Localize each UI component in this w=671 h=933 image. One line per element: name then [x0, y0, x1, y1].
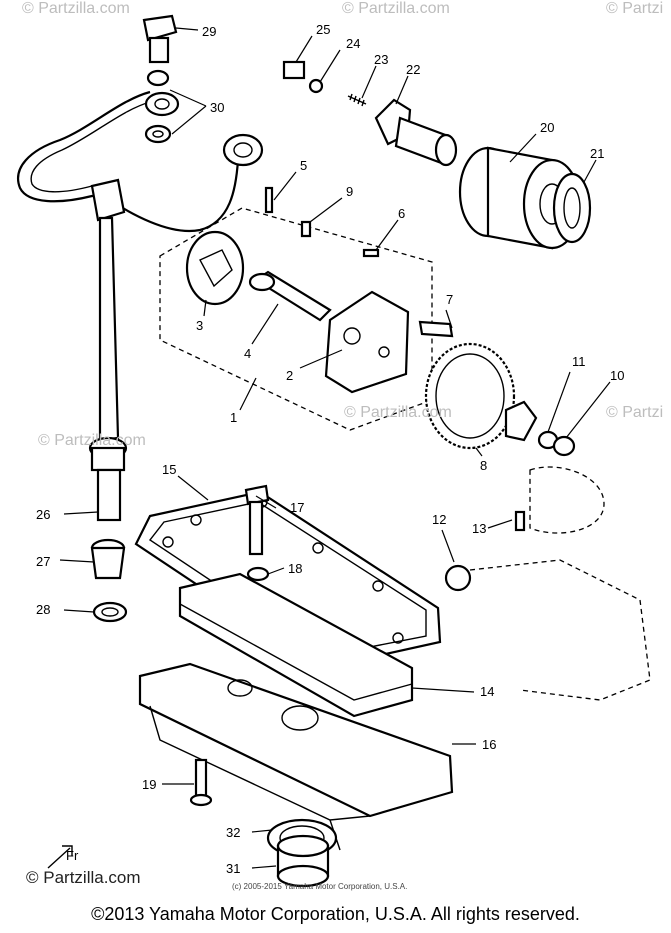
pipe-fitting-lower — [88, 436, 128, 623]
small-credit: (c) 2005-2015 Yamaha Motor Corporation, … — [232, 882, 408, 891]
callout-25: 25 — [316, 22, 330, 37]
callout-28: 28 — [36, 602, 50, 617]
oil-strainer-14 — [178, 572, 414, 718]
callout-27: 27 — [36, 554, 50, 569]
pump-shaft-4 — [248, 270, 332, 322]
callout-19: 19 — [142, 777, 156, 792]
callout-7: 7 — [446, 292, 453, 307]
banjo-fitting-top — [144, 91, 264, 167]
leader-lines — [59, 27, 611, 869]
callout-5: 5 — [300, 158, 307, 173]
callout-3: 3 — [196, 318, 203, 333]
callout-31: 31 — [226, 861, 240, 876]
callout-17: 17 — [290, 500, 304, 515]
callout-1: 1 — [230, 410, 237, 425]
pump-rotor-3 — [185, 230, 245, 306]
pump-cover-2 — [324, 290, 410, 394]
watermark-mid-left: © Partzilla.com — [38, 432, 146, 449]
callout-12: 12 — [432, 512, 446, 527]
oil-pipe — [17, 90, 240, 442]
bolt-17 — [244, 484, 270, 582]
callout-29: 29 — [202, 24, 216, 39]
callout-14: 14 — [480, 684, 494, 699]
crankcase-outline — [444, 466, 651, 701]
oil-filter-20 — [458, 146, 582, 250]
callout-24: 24 — [346, 36, 360, 51]
filter-housing-22 — [374, 98, 458, 167]
callout-9: 9 — [346, 184, 353, 199]
relief-valve-parts — [282, 60, 367, 107]
watermark-top-center: © Partzilla.com — [342, 0, 450, 17]
callout-18: 18 — [288, 561, 302, 576]
callout-10: 10 — [610, 368, 624, 383]
union-bolt-29 — [142, 14, 178, 144]
callout-numbers: 29 30 25 24 23 22 20 21 5 9 6 3 4 7 2 1 … — [36, 22, 624, 876]
callout-11: 11 — [572, 354, 586, 369]
bolt-19 — [189, 758, 213, 807]
callout-23: 23 — [374, 52, 388, 67]
oil-pan-16 — [138, 662, 454, 851]
callout-21: 21 — [590, 146, 604, 161]
filter-gasket-21 — [552, 172, 592, 244]
watermark-mid-right: © Partzi — [606, 404, 664, 421]
callout-30: 30 — [210, 100, 224, 115]
drain-plug-assembly — [266, 818, 338, 888]
callout-2: 2 — [286, 368, 293, 383]
pin-5-pin-6-screw-7 — [264, 186, 454, 338]
front-arrow-mark: Fr — [47, 845, 79, 869]
callout-8: 8 — [480, 458, 487, 473]
watermark-top-right: © Partzi — [606, 0, 664, 17]
callout-22: 22 — [406, 62, 420, 77]
copyright-notice: ©2013 Yamaha Motor Corporation, U.S.A. A… — [91, 904, 580, 924]
oil-pump-gear-8 — [424, 342, 576, 457]
callout-26: 26 — [36, 507, 50, 522]
watermark-mid-center: © Partzilla.com — [344, 404, 452, 421]
callout-16: 16 — [482, 737, 496, 752]
callout-20: 20 — [540, 120, 554, 135]
watermark-bottom-left: © Partzilla.com — [26, 868, 141, 887]
callout-15: 15 — [162, 462, 176, 477]
callout-32: 32 — [226, 825, 240, 840]
callout-13: 13 — [472, 521, 486, 536]
svg-text:Fr: Fr — [66, 848, 79, 863]
callout-6: 6 — [398, 206, 405, 221]
callout-4: 4 — [244, 346, 251, 361]
watermark-top-left: © Partzilla.com — [22, 0, 130, 17]
